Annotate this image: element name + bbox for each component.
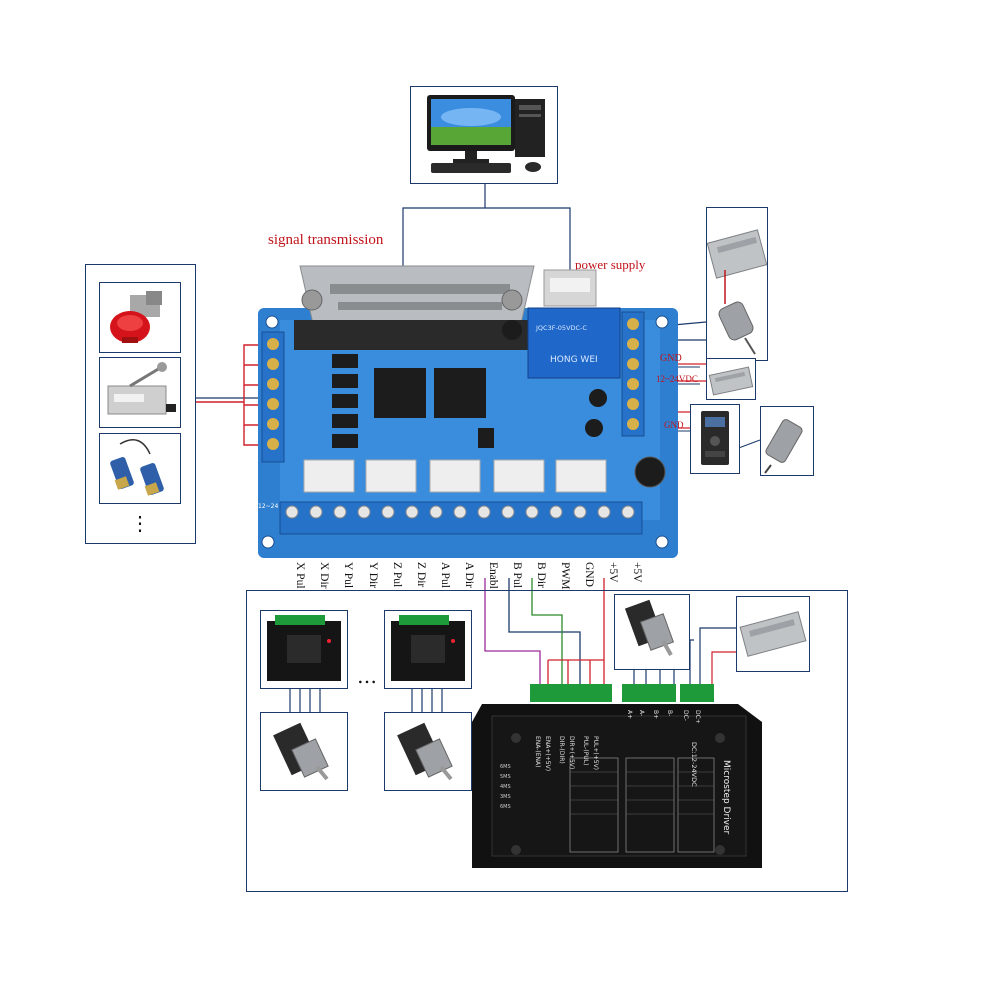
terminal-label-pul-plus: PUL+(+5V) (592, 736, 599, 770)
svg-text:6MS: 6MS (500, 804, 511, 810)
terminal-label-dir-plus: DIR+(+5V) (568, 736, 575, 769)
terminal-label-pul-minus: PUL-(PUL) (582, 736, 589, 765)
svg-text:3MS: 3MS (500, 794, 511, 800)
computer-icon (427, 95, 545, 173)
svg-text:6MS: 6MS (500, 764, 511, 770)
pin-label-x-pul: X Pul (294, 562, 306, 589)
gnd-bottom-label: GND (664, 420, 684, 430)
terminal-label-dc-plus: DC+ (694, 710, 701, 724)
pin-label-b-dir: B Dir (535, 562, 547, 588)
pin-label-pwm: PWM (559, 562, 571, 590)
pin-label-b-pul: B Pul (511, 562, 523, 588)
svg-text:4MS: 4MS (500, 784, 511, 790)
terminal-label-dc-minus: DC- (682, 710, 689, 721)
more-drivers-ellipsis: … (357, 664, 377, 688)
stepper-motor-icon (273, 722, 329, 781)
pin-label-5v-b: +5V (631, 562, 643, 583)
pin-label-y-pul: Y Pul (342, 562, 354, 589)
psu-motor-box (706, 207, 768, 361)
terminal-label-a-plus: A+ (626, 710, 633, 719)
pin-label-y-dir: Y Dir (367, 562, 379, 589)
terminal-label-a-minus: A- (638, 710, 645, 716)
spindle-motor-icon (764, 419, 803, 474)
proximity-sensor-box (99, 433, 181, 504)
terminal-label-b-minus: B- (666, 710, 673, 716)
terminal-label-ena-plus: ENA+(+5V) (544, 736, 551, 771)
terminal-label-b-plus: B+ (652, 710, 659, 719)
driver-box-2 (384, 610, 472, 689)
limit-switch-icon (107, 362, 176, 415)
main-motor-box (614, 594, 690, 670)
pin-label-a-dir: A Dir (463, 562, 475, 588)
pin-label-z-pul: Z Pul (391, 562, 403, 588)
spindle-box (760, 406, 814, 476)
small-driver-icon (267, 615, 341, 681)
emergency-stop-icon (110, 291, 162, 343)
motor-box-2 (384, 712, 472, 791)
pin-label-a-pul: A Pul (439, 562, 451, 588)
more-inputs-ellipsis: ⋮ (130, 511, 150, 535)
small-driver-icon (391, 615, 465, 681)
input-devices-panel: ⋮ (85, 264, 196, 544)
motor-box-1 (260, 712, 348, 791)
pin-label-z-dir: Z Dir (415, 562, 427, 588)
pin-label-gnd: GND (583, 562, 595, 587)
vfd-inverter-icon (701, 411, 729, 465)
breakout-board: JQC3F-05VDC-C HONG WEI 12~24 (258, 265, 678, 558)
power-supply-label: power supply (575, 257, 646, 272)
pin-label-x-dir: X Dir (318, 562, 330, 589)
driver-psu-box (736, 596, 810, 672)
pin-label-enabl: Enabl (487, 562, 499, 589)
stepper-motor-icon (397, 722, 453, 781)
vdc-range-label: 12~24VDC (656, 374, 698, 384)
computer-box (410, 86, 558, 184)
small-psu-icon (708, 366, 754, 396)
driver-supply-text: DC:12-24VDC (690, 742, 698, 787)
driver-section-frame (246, 590, 848, 892)
svg-text:5MS: 5MS (500, 774, 511, 780)
emergency-stop-box (99, 282, 181, 353)
vfd-box (690, 404, 740, 474)
terminal-label-ena-minus: ENA-(ENA) (534, 736, 541, 767)
relay-brand-text: HONG WEI (550, 355, 598, 365)
silk-12-24-text: 12~24 (258, 503, 278, 510)
signal-transmission-label: signal transmission (268, 232, 384, 248)
microstep-driver: 6MS 5MS 4MS 3MS 6MS ENA-(ENA) ENA+(+5V) DIR… (472, 684, 762, 868)
driver-title-text: Microstep Driver (721, 760, 731, 835)
small-psu-box (706, 358, 756, 400)
pin-label-5v-a: +5V (607, 562, 619, 583)
driver-box-1 (260, 610, 348, 689)
power-supply-spindle-icon (706, 229, 768, 355)
relay-spec-text: JQC3F-05VDC-C (535, 324, 587, 332)
stepper-motor-icon (624, 599, 675, 656)
proximity-sensor-icon (110, 439, 164, 496)
gnd-top-label: GND (660, 353, 682, 364)
limit-switch-box (99, 357, 181, 428)
terminal-label-dir-minus: DIR-(DIR) (558, 736, 565, 764)
power-supply-icon (739, 611, 807, 657)
